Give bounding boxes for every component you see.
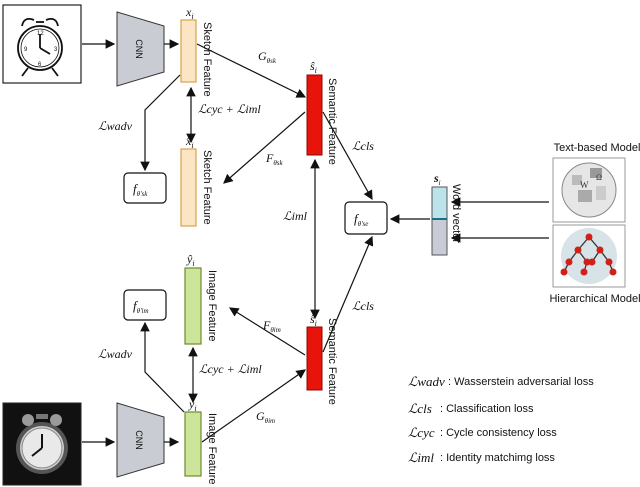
cnn-label-bottom: CNN — [134, 430, 144, 450]
svg-text:W: W — [580, 180, 589, 190]
alarm-clock-photo-icon — [16, 414, 68, 474]
sketch-input: 12 3 6 9 — [2, 4, 82, 84]
sketch-feature-rec-label: Sketch Feature — [201, 150, 213, 225]
cnn-encoder-top: CNN — [116, 11, 165, 87]
legend-symbol-1: ℒcls — [408, 401, 432, 416]
semantic-feature-top-label: Semantic Feature — [326, 78, 338, 165]
arrow-wadv-top — [140, 74, 181, 172]
g-im-label: Gθim — [256, 409, 275, 425]
alarm-clock-sketch-icon: 12 3 6 9 — [17, 17, 63, 77]
discriminator-image — [123, 289, 167, 321]
legend-symbol-0: ℒwadv — [408, 374, 445, 389]
sketch-feature-bar — [180, 19, 197, 83]
iml-mid-label: ℒiml — [283, 209, 308, 223]
text-based-model-label: Text-based Model — [554, 142, 640, 154]
cnn-label-top: CNN — [134, 39, 144, 59]
discriminator-sketch — [123, 172, 167, 204]
image-feature-rec-bar — [184, 267, 202, 345]
y-hat-label: ŷi — [186, 252, 195, 268]
legend-text-2: : Cycle consistency loss — [440, 427, 557, 439]
cnn-encoder-bottom: CNN — [116, 402, 165, 478]
svg-text:3: 3 — [54, 47, 58, 53]
image-feature-label: Image Feature — [206, 413, 218, 485]
y-i-label: yi — [188, 397, 197, 413]
arrow-wadv-bottom — [140, 321, 185, 413]
wadv-bottom-label: ℒwadv — [98, 347, 133, 361]
wadv-top-label: ℒwadv — [98, 119, 133, 133]
semantic-feature-bottom-label: Semantic Feature — [326, 318, 338, 405]
word-vector-bottom — [431, 218, 448, 256]
arrow-g-im — [201, 369, 306, 443]
f-se-disc-label: fθ'se — [354, 211, 368, 228]
x-hat-label: x̂i — [185, 134, 194, 150]
image-feature-bar — [184, 411, 202, 477]
wikipedia-globe-icon: W Ω — [561, 162, 617, 218]
svg-text:6: 6 — [38, 62, 42, 68]
legend-text-3: : Identity matchimg loss — [440, 452, 555, 464]
legend-symbol-2: ℒcyc — [408, 425, 435, 440]
photo-input — [2, 402, 82, 486]
legend: ℒwadv : Wasserstein adversarial loss ℒcl… — [408, 374, 594, 465]
f-sk-label: Fθsk — [265, 151, 284, 167]
arrow-f-sk — [223, 111, 306, 184]
arrow-cls-bottom — [322, 235, 374, 353]
discriminator-semantic — [344, 201, 388, 235]
cyc-iml-top-label: ℒcyc + ℒiml — [198, 102, 261, 116]
f-im-disc-label: fθ'im — [133, 298, 149, 315]
cls-bottom-label: ℒcls — [352, 299, 374, 313]
cls-top-label: ℒcls — [352, 139, 374, 153]
f-sk-disc-label: fθ'sk — [133, 181, 148, 198]
legend-text-0: : Wasserstein adversarial loss — [448, 376, 594, 388]
word-vector-label: Word vector — [450, 184, 462, 243]
semantic-feature-bottom-bar — [306, 326, 323, 391]
f-im-label: Fθim — [262, 318, 281, 334]
s-i-label: si — [433, 171, 441, 187]
sketch-feature-rec-bar — [180, 148, 197, 227]
svg-text:Ω: Ω — [596, 173, 602, 182]
x-i-label: xi — [185, 5, 194, 21]
s-hat-top-label: ŝi — [310, 59, 317, 75]
legend-text-1: : Classification loss — [440, 403, 534, 415]
svg-text:12: 12 — [37, 31, 44, 37]
cyc-iml-bottom-label: ℒcyc + ℒiml — [199, 362, 262, 376]
image-feature-rec-label: Image Feature — [206, 270, 218, 342]
legend-symbol-3: ℒiml — [408, 450, 434, 465]
s-hat-bottom-label: ŝi — [310, 312, 317, 328]
g-sk-label: Gθsk — [258, 49, 277, 65]
svg-text:9: 9 — [24, 47, 28, 53]
arrow-g-sk — [196, 43, 307, 98]
hierarchical-model-label: Hierarchical Model — [549, 293, 640, 305]
arrow-cls-top — [322, 111, 373, 201]
sketch-feature-label: Sketch Feature — [201, 22, 213, 97]
arrow-f-im — [228, 307, 306, 356]
word-vector-top — [431, 186, 448, 220]
semantic-feature-top-bar — [306, 74, 323, 156]
hierarchy-tree-icon — [560, 228, 617, 284]
